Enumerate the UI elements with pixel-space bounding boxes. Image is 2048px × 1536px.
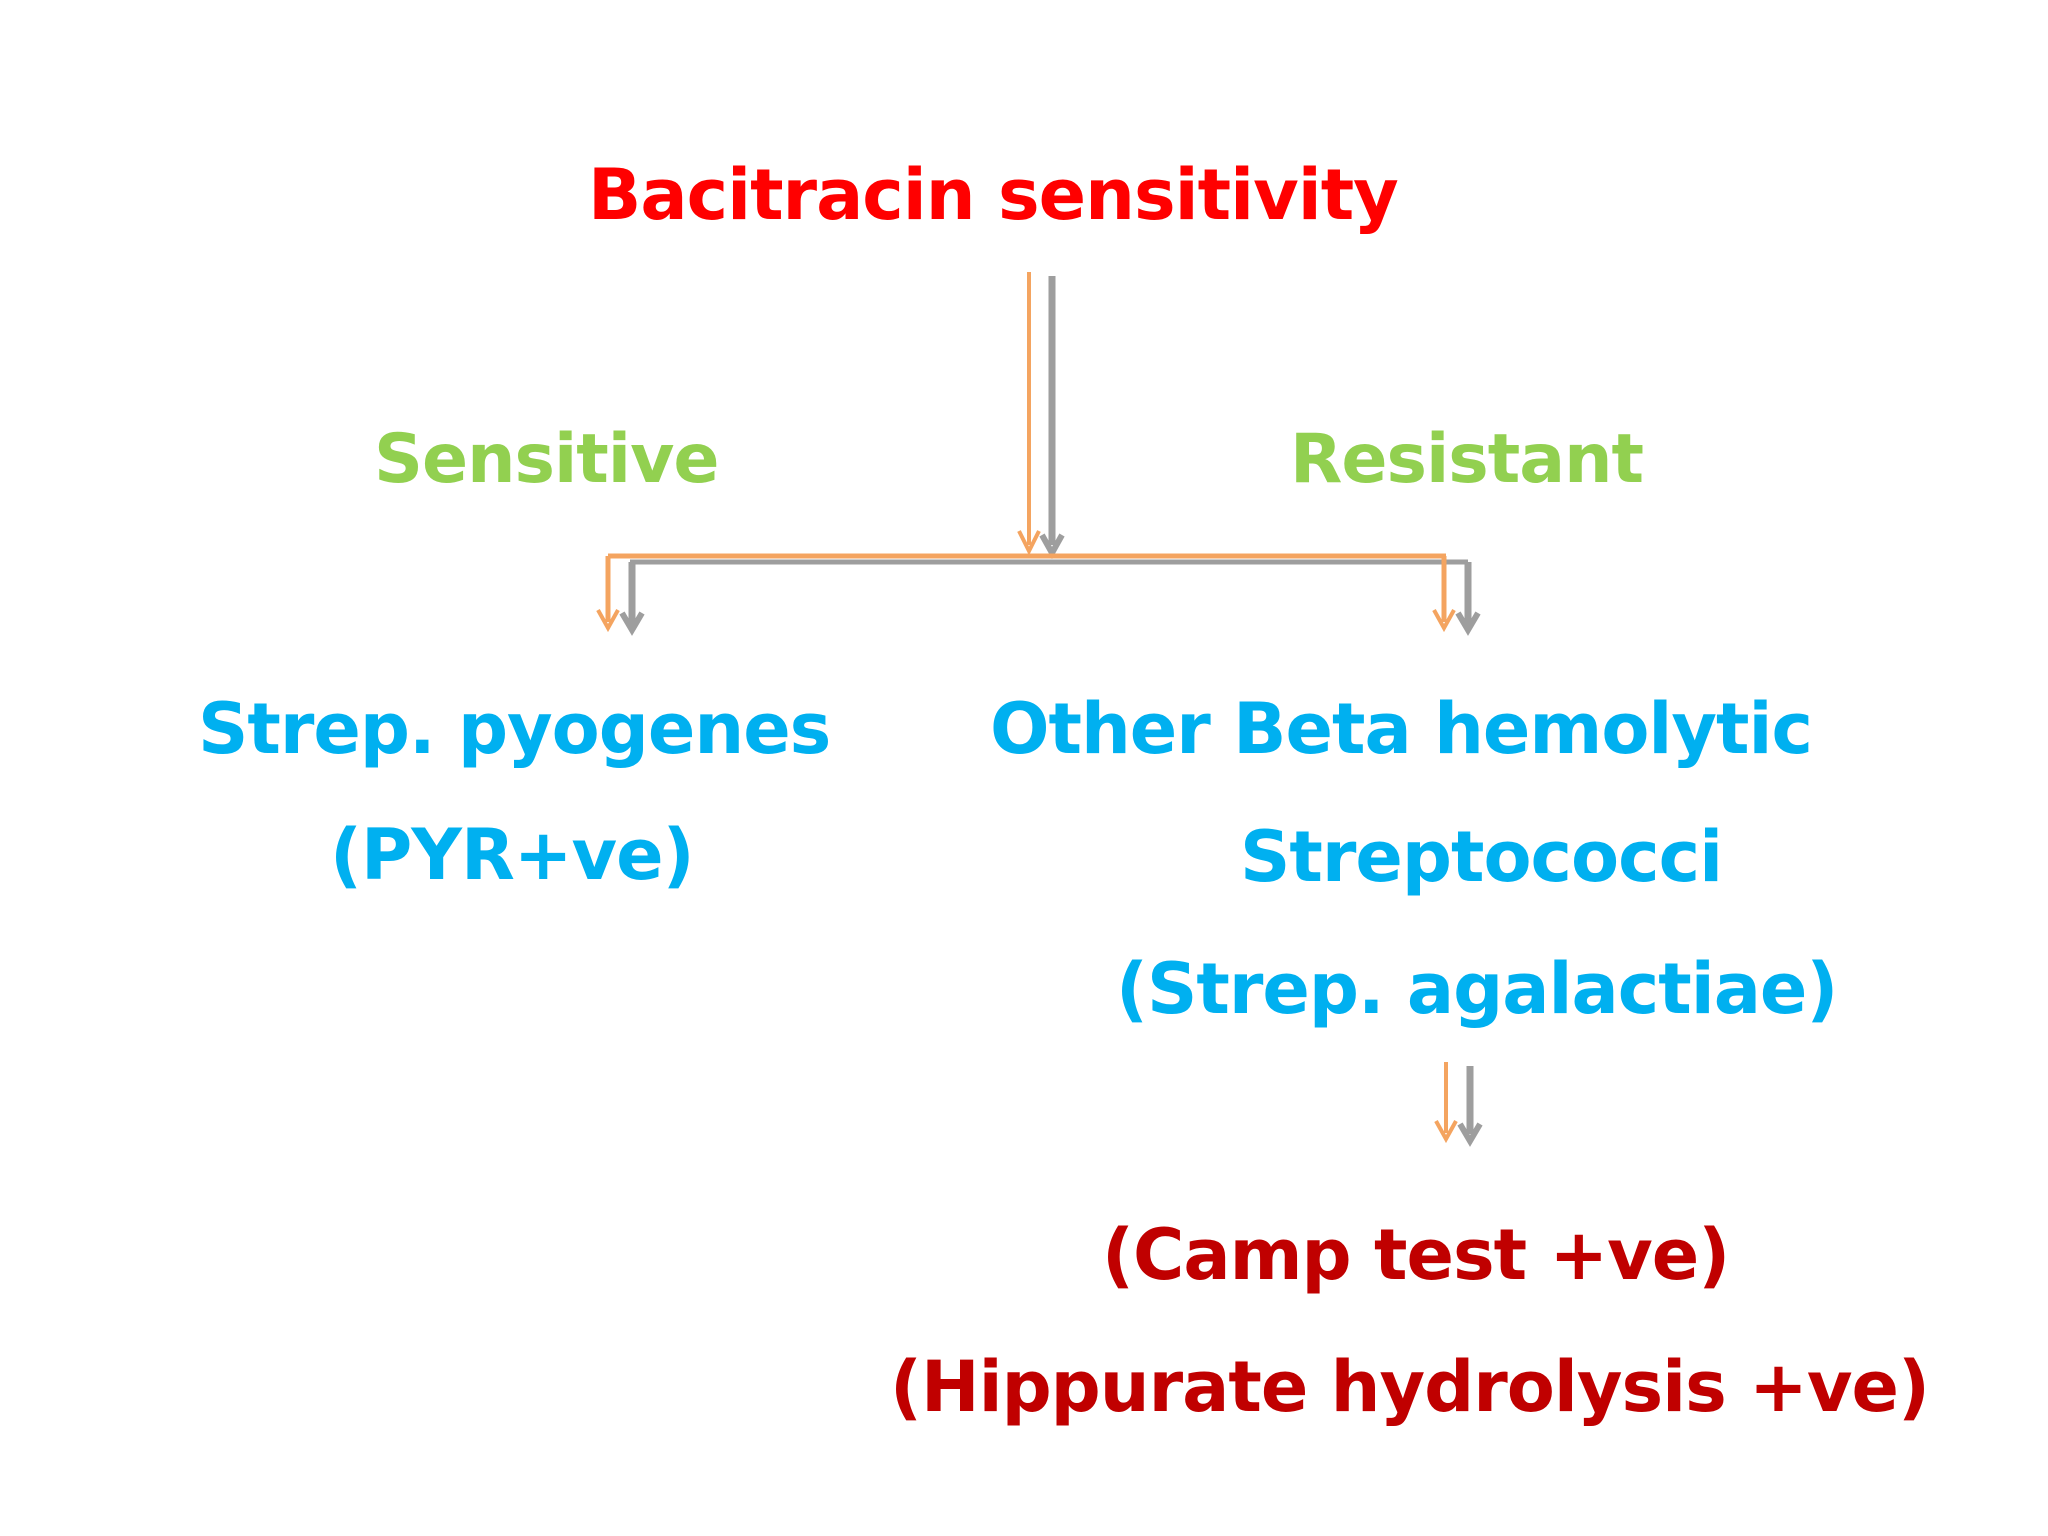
diagram-title: Bacitracin sensitivity (588, 154, 1399, 236)
resistant-label: Resistant (1290, 420, 1644, 499)
horizontal-branch-line (608, 553, 1468, 565)
title-down-arrow (1017, 272, 1065, 560)
other-beta-hemolytic-label: Other Beta hemolytic (990, 688, 1813, 770)
streptococci-label: Streptococci (1240, 816, 1723, 898)
hippurate-hydrolysis-label: (Hippurate hydrolysis +ve) (890, 1346, 1930, 1428)
agalactiae-down-arrow (1434, 1062, 1483, 1147)
resistant-down-arrow (1432, 556, 1481, 636)
sensitive-label: Sensitive (374, 420, 720, 499)
sensitive-down-arrow (596, 556, 645, 636)
pyr-positive-label: (PYR+ve) (330, 814, 695, 896)
strep-pyogenes-label: Strep. pyogenes (198, 688, 831, 770)
camp-test-label: (Camp test +ve) (1102, 1214, 1730, 1296)
strep-agalactiae-label: (Strep. agalactiae) (1116, 948, 1838, 1030)
